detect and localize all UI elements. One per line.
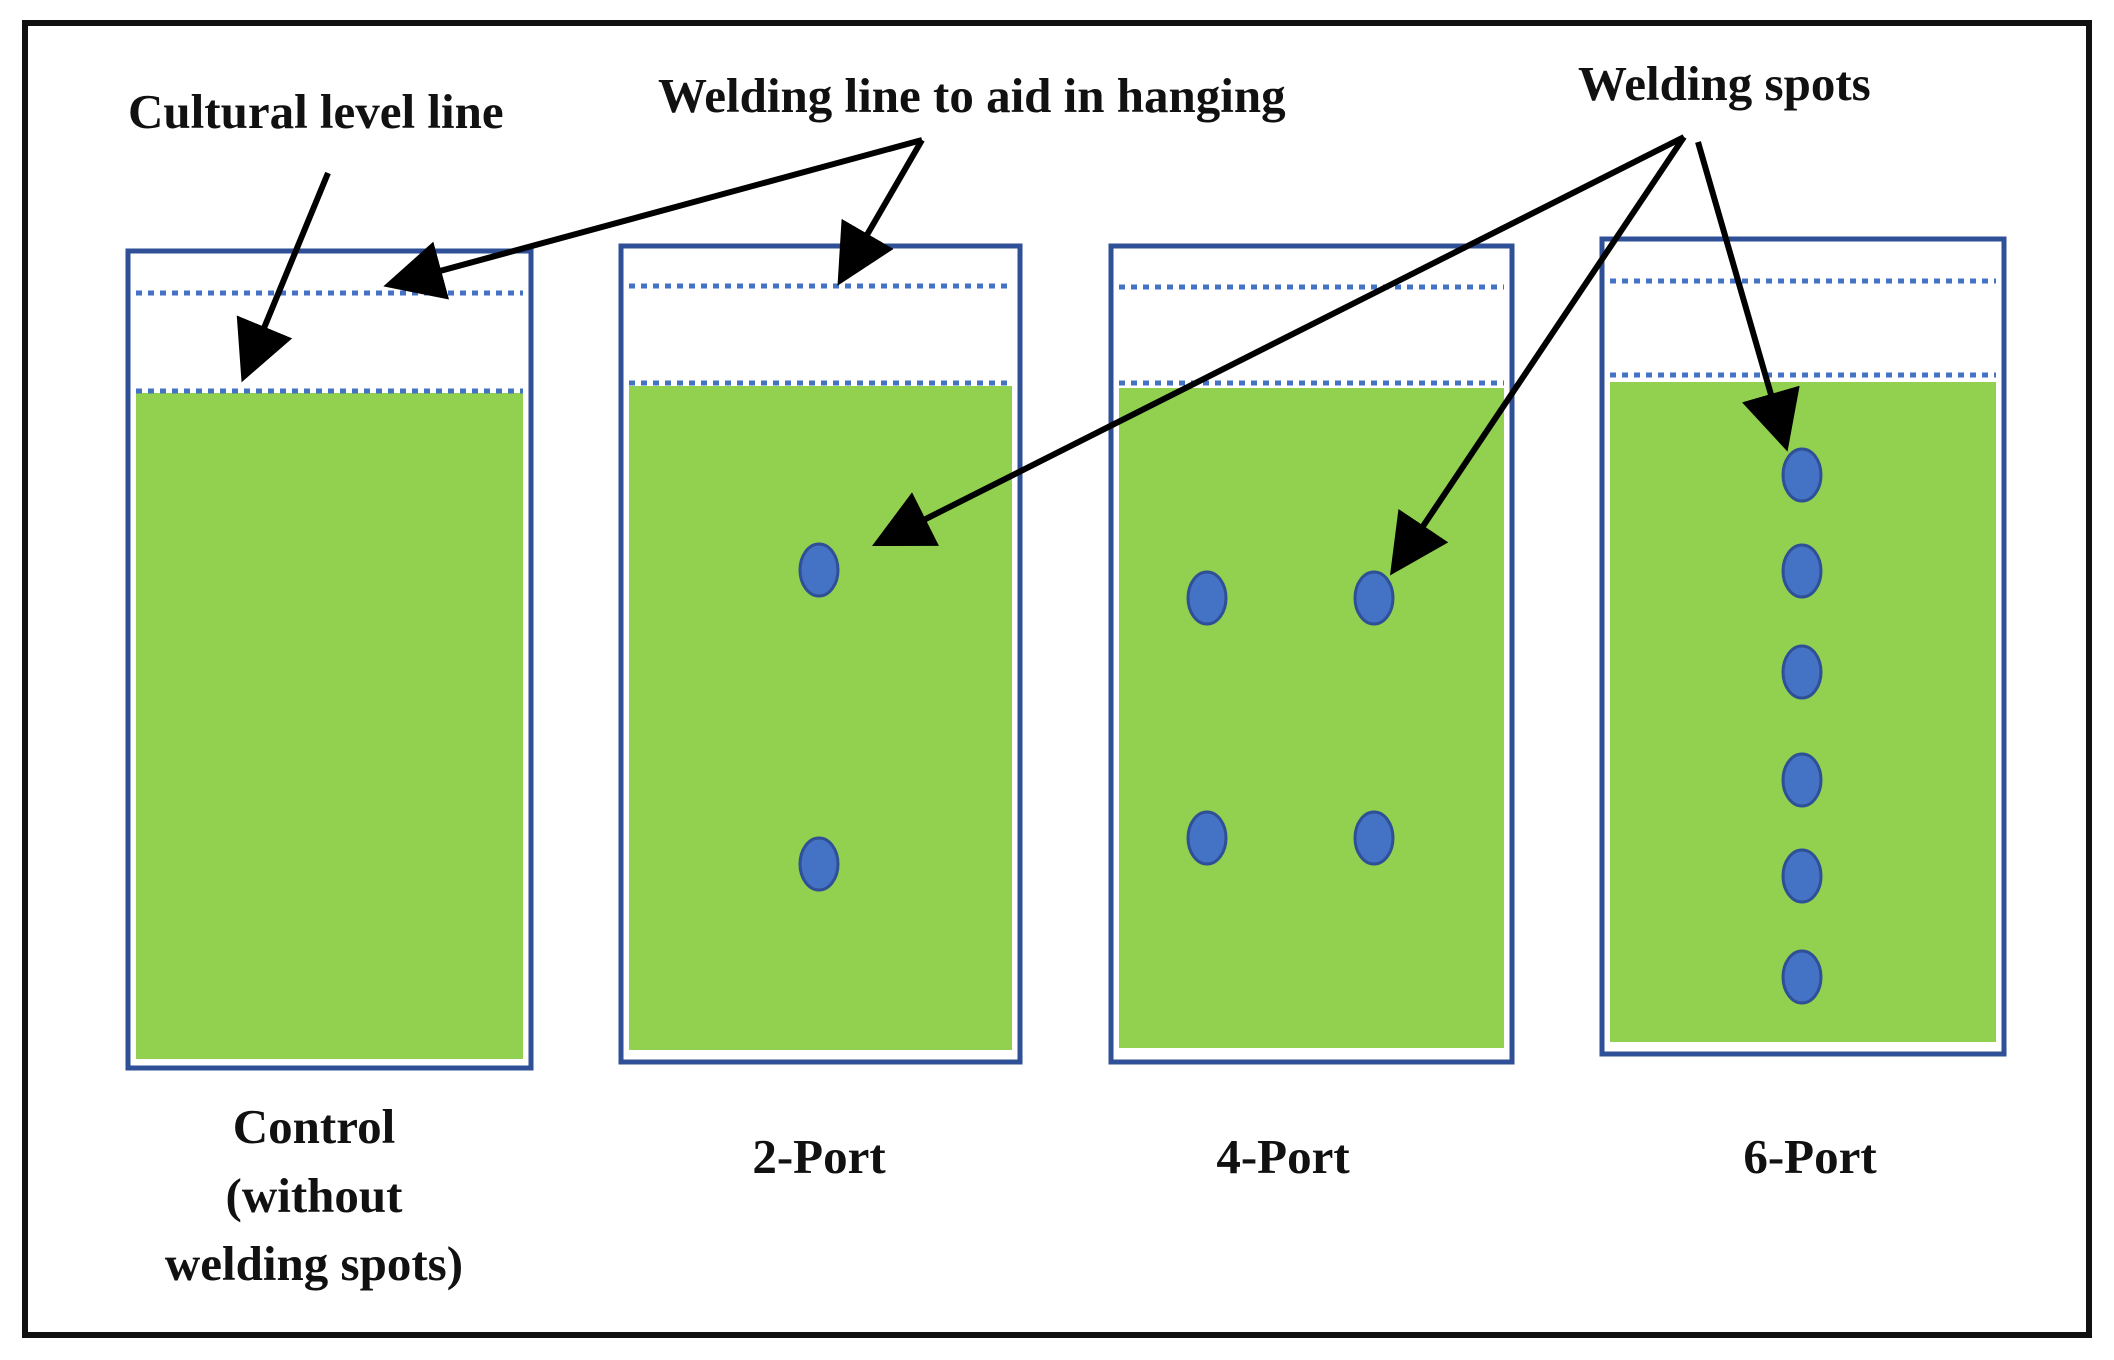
welding-spot	[1186, 570, 1228, 626]
arrow-welding-line-2port	[837, 138, 925, 286]
welding-spot	[1781, 752, 1823, 808]
arrow-cultural-level	[236, 171, 331, 383]
label-6-port: 6-Port	[1743, 1129, 1877, 1184]
arrow-spot-2port	[871, 134, 1686, 547]
bag-4-port	[1108, 243, 1515, 1065]
welding-spot	[1353, 570, 1395, 626]
welding-spot	[798, 542, 840, 598]
welding-spot	[1781, 848, 1823, 904]
welding-spot	[1781, 949, 1823, 1005]
label-control-line-2: (without	[226, 1168, 404, 1223]
welding-spot	[1186, 810, 1228, 866]
label-control-line-1: Control	[233, 1099, 395, 1154]
welding-spot	[1781, 543, 1823, 599]
label-cultural-level-line: Cultural level line	[128, 84, 504, 139]
welding-spot	[1781, 644, 1823, 700]
label-welding-line: Welding line to aid in hanging	[658, 68, 1286, 123]
annotation-arrows	[236, 134, 1800, 576]
arrow-spot-4port	[1389, 135, 1687, 576]
culture-fill	[136, 393, 523, 1059]
welding-spot	[1353, 810, 1395, 866]
bag-2-port	[618, 243, 1023, 1065]
label-2-port: 2-Port	[752, 1129, 886, 1184]
culture-fill	[629, 386, 1012, 1050]
welding-spot	[798, 836, 840, 892]
bag-control	[125, 248, 534, 1071]
label-welding-spots: Welding spots	[1578, 56, 1871, 111]
arrow-welding-line-control	[383, 137, 923, 300]
bag-6-port	[1599, 236, 2007, 1057]
label-control-line-3: welding spots)	[165, 1236, 463, 1291]
arrow-spot-6port	[1695, 141, 1800, 452]
label-4-port: 4-Port	[1216, 1129, 1350, 1184]
welding-spot	[1781, 447, 1823, 503]
